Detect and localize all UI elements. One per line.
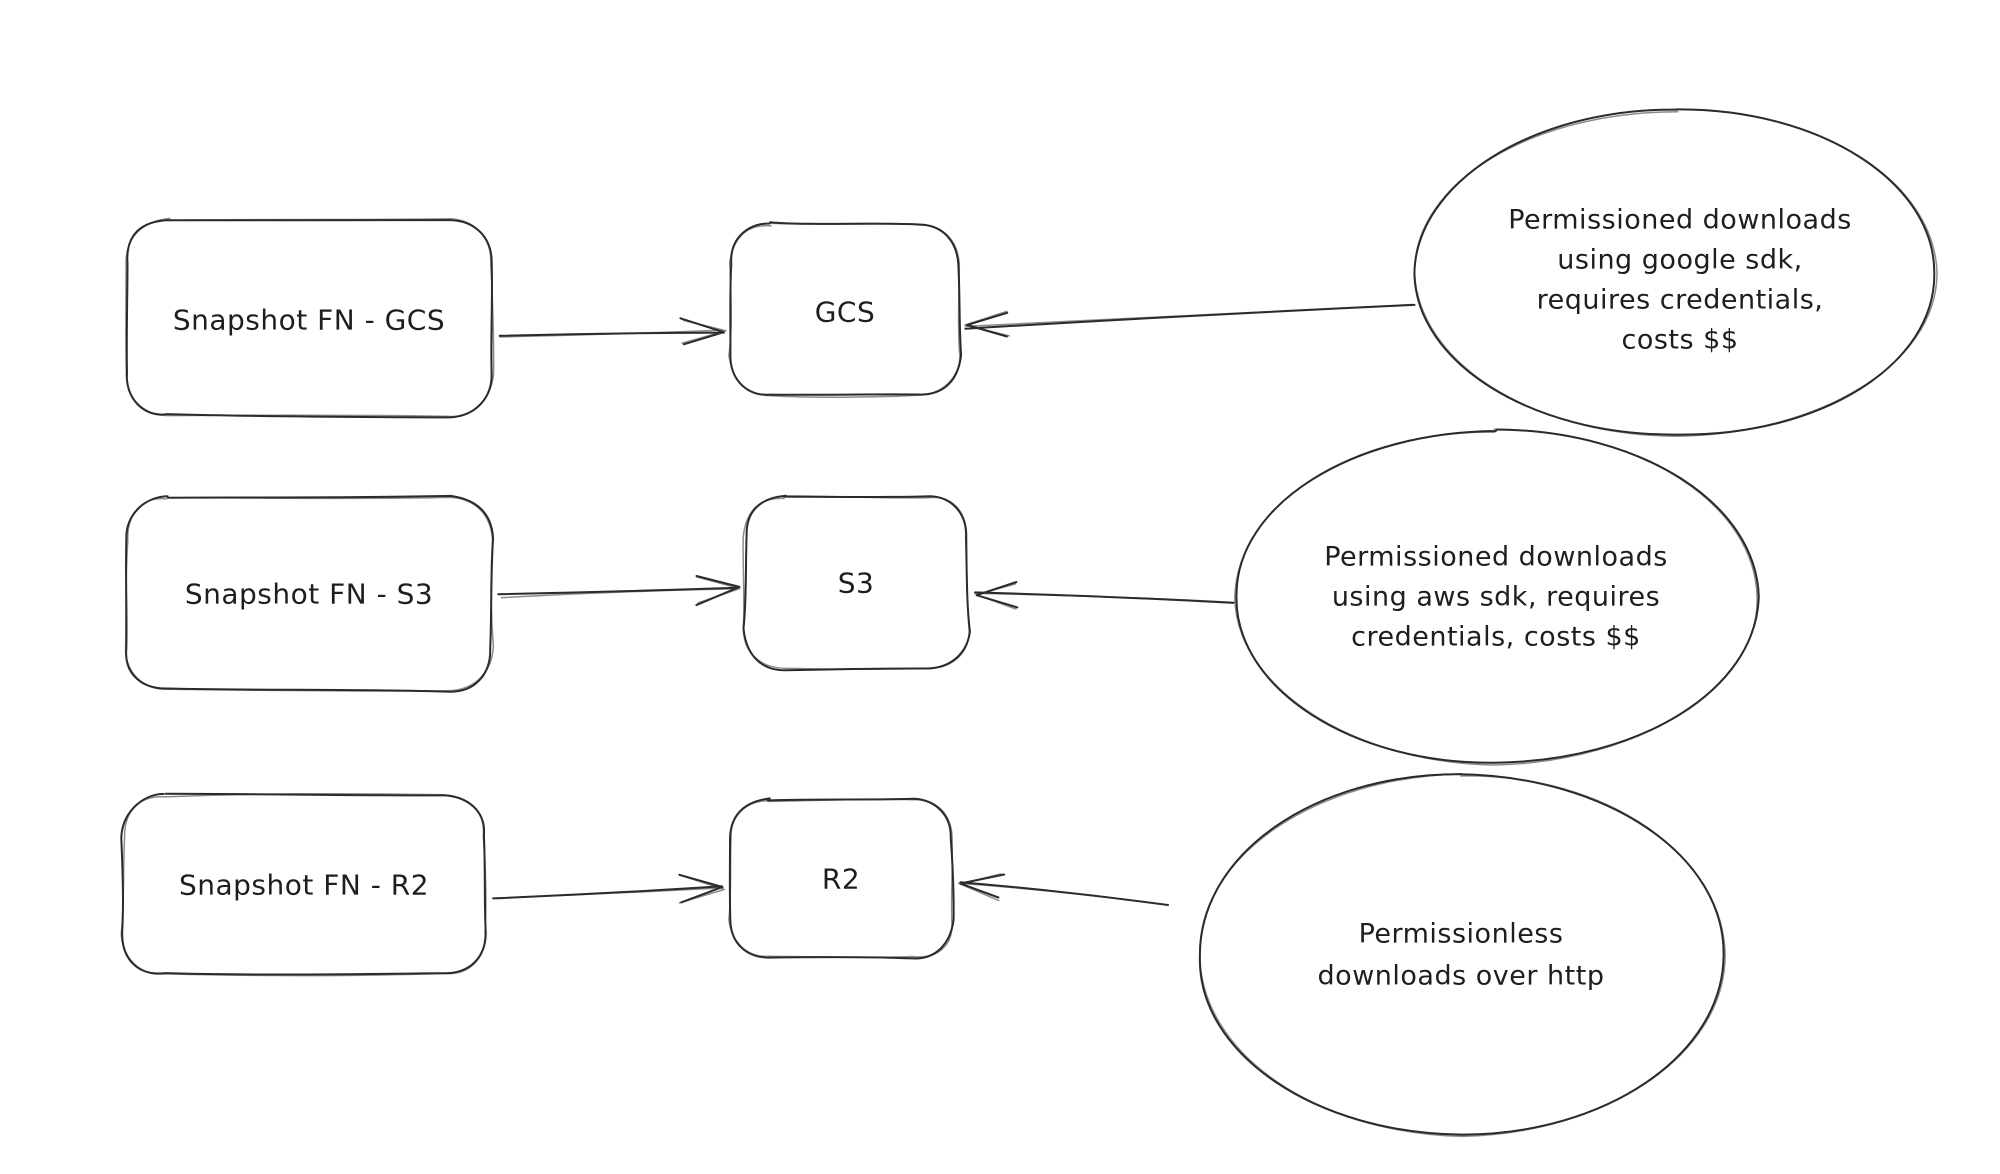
gcs-label: GCS (815, 296, 876, 329)
note-r2-ellipse-overstroke (1199, 773, 1726, 1138)
row-s3: Snapshot FN - S3 S3 Permissioned downloa… (124, 428, 1760, 766)
note-gcs-ellipse-overstroke (1413, 108, 1938, 437)
snapshot-fn-s3-label: Snapshot FN - S3 (185, 578, 433, 611)
arrow-note-to-gcs (964, 303, 1416, 338)
row-gcs: Snapshot FN - GCS GCS Permissioned downl… (125, 108, 1938, 437)
note-s3-line-2: using aws sdk, requires (1332, 582, 1660, 613)
arrow-snapshot-to-gcs-overstroke (498, 319, 727, 344)
snapshot-fn-gcs-node-overstroke (125, 217, 495, 418)
arrow-snapshot-to-s3-overstroke (500, 576, 741, 604)
snapshot-fn-gcs-label: Snapshot FN - GCS (173, 304, 445, 337)
note-r2-line-1: Permissionless (1359, 919, 1564, 950)
note-s3-ellipse-overstroke (1234, 428, 1758, 766)
note-gcs-line-2: using google sdk, (1557, 245, 1802, 276)
arrow-note-to-gcs-overstroke (964, 303, 1414, 337)
note-gcs-line-3: requires credentials, (1537, 285, 1824, 316)
note-r2-ellipse (1198, 773, 1725, 1136)
r2-label: R2 (822, 863, 860, 896)
arrow-snapshot-to-r2-overstroke (491, 874, 725, 904)
note-gcs-line-1: Permissioned downloads (1508, 205, 1852, 236)
arrow-snapshot-to-r2 (492, 873, 724, 904)
r2-node-overstroke (728, 798, 954, 959)
s3-label: S3 (838, 567, 875, 600)
note-r2-line-2: downloads over http (1318, 961, 1605, 992)
gcs-node-overstroke (728, 222, 961, 398)
snapshot-fn-gcs-node (125, 219, 494, 419)
row-r2: Snapshot FN - R2 R2 Permissionless downl… (120, 773, 1726, 1138)
note-gcs-line-4: costs $$ (1621, 325, 1738, 356)
s3-node-overstroke (742, 495, 970, 670)
snapshot-fn-r2-label: Snapshot FN - R2 (179, 869, 429, 902)
snapshot-fn-s3-node-overstroke (124, 496, 495, 692)
note-s3-line-1: Permissioned downloads (1324, 542, 1668, 573)
arrow-note-to-s3-overstroke (973, 583, 1236, 610)
snapshot-fn-r2-node-overstroke (120, 793, 487, 977)
note-s3-line-3: credentials, costs $$ (1351, 622, 1641, 653)
arrow-note-to-r2-overstroke (958, 873, 1169, 906)
